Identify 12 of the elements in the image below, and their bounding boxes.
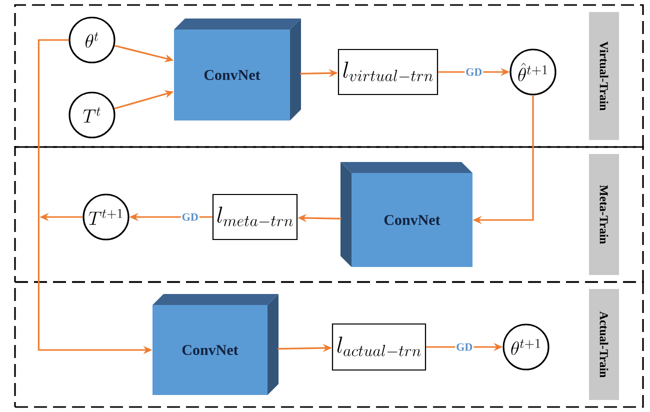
loss-box: $l_{meta-trn}$ (212, 194, 298, 240)
edge-label: GD (464, 67, 484, 77)
edge-label: GD (180, 212, 200, 222)
loss-box: $l_{actual-trn}$ (332, 323, 426, 371)
stage-label: Virtual-Train (589, 12, 619, 140)
convnet-block: ConvNet (152, 294, 278, 395)
loss-box: $l_{virtual-trn}$ (338, 48, 438, 96)
stage-label: Actual-Train (589, 289, 619, 400)
convnet-block: ConvNet (340, 162, 472, 267)
stage-label: Meta-Train (589, 154, 619, 275)
edge-label: GD (455, 342, 474, 352)
convnet-block: ConvNet (174, 18, 301, 120)
